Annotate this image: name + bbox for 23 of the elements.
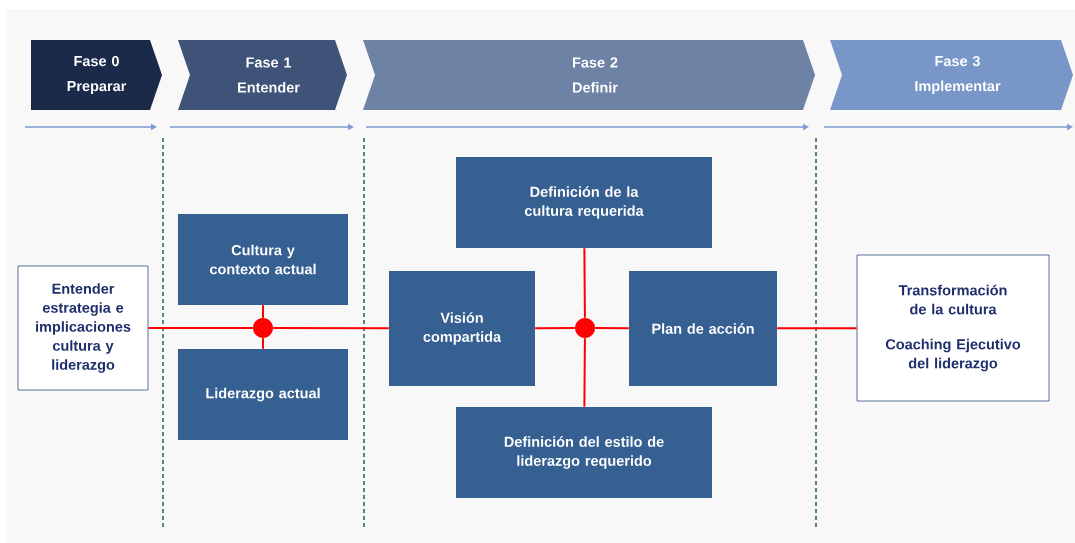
text-box: Entender estrategia e implicaciones cultura y liderazgo [17,265,149,391]
connector-line [262,304,264,319]
connector-line [534,327,576,330]
process-box: Definición del estilo de liderazgo requerido [456,407,712,498]
process-box: Definición de la cultura requerida [456,157,712,248]
junction-dot [253,318,273,338]
process-box: Plan de acción [629,271,777,386]
process-box: Visión compartida [389,271,535,386]
phase-banner: Fase 2 Definir [363,40,815,110]
phase-banner: Fase 0 Preparar [31,40,162,110]
connector-line [272,327,390,330]
connector-line [594,327,630,330]
junction-dot [575,318,595,338]
connector-line [262,337,264,350]
connector-line [583,247,586,319]
phase-banner: Fase 3 Implementar [830,40,1073,110]
phase-banner: Fase 1 Entender [178,40,347,110]
text-box: Transformación de la cultura Coaching Ejecutivo del liderazgo [856,254,1050,402]
connector-line [776,327,858,330]
connector-line [147,327,254,329]
process-box: Cultura y contexto actual [178,214,348,305]
process-box: Liderazgo actual [178,349,348,440]
connector-line [583,337,586,408]
